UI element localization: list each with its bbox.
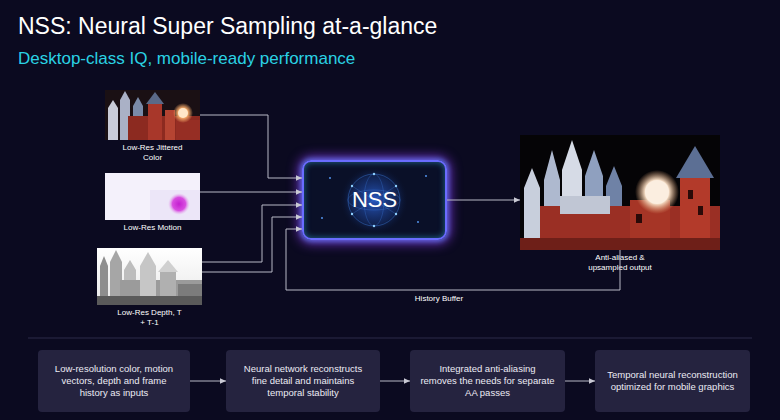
step-text: Temporal neural reconstruction optimized… bbox=[605, 369, 740, 393]
connector-arrow bbox=[202, 217, 302, 272]
image-caption: Low-Res Motion bbox=[103, 223, 203, 233]
color-image bbox=[105, 90, 200, 140]
connector-arrow bbox=[200, 192, 302, 193]
image-caption: Low-Res Depth, T + T-1 bbox=[117, 308, 183, 328]
input-image: Low-Res Motion bbox=[105, 173, 200, 220]
connector-arrow bbox=[565, 381, 595, 382]
nss-network-art bbox=[304, 162, 445, 238]
connector-arrow bbox=[200, 115, 302, 178]
output-image-box: Anti-aliased & upsampled output bbox=[520, 135, 720, 250]
image-caption: Anti-aliased & upsampled output bbox=[581, 253, 659, 273]
output-image bbox=[520, 135, 720, 250]
step-box: Low-resolution color, motion vectors, de… bbox=[38, 350, 190, 412]
connector-arrow bbox=[286, 229, 620, 290]
step-box: Temporal neural reconstruction optimized… bbox=[595, 350, 750, 412]
step-text: Integrated anti-aliasing removes the nee… bbox=[420, 363, 555, 399]
input-image: Low-Res Jittered Color bbox=[105, 90, 200, 140]
step-box: Neural network reconstructs fine detail … bbox=[226, 350, 380, 412]
step-text: Neural network reconstructs fine detail … bbox=[236, 363, 370, 399]
title: NSS: Neural Super Sampling at-a-glance bbox=[18, 13, 437, 40]
motion-image bbox=[105, 173, 200, 220]
connector-arrow bbox=[447, 200, 520, 201]
subtitle: Desktop-class IQ, mobile-ready performan… bbox=[18, 49, 355, 69]
nss-label: NSS bbox=[352, 187, 397, 213]
connector-arrow bbox=[380, 381, 410, 382]
step-box: Integrated anti-aliasing removes the nee… bbox=[410, 350, 565, 412]
step-text: Low-resolution color, motion vectors, de… bbox=[48, 363, 180, 399]
connector-arrow bbox=[202, 205, 302, 262]
divider-line bbox=[28, 338, 752, 339]
connector-arrow bbox=[190, 381, 226, 382]
nss-box: NSS bbox=[302, 160, 447, 240]
depth-image bbox=[97, 248, 202, 305]
image-caption: Low-Res Jittered Color bbox=[117, 143, 189, 163]
input-image: Low-Res Depth, T + T-1 bbox=[97, 248, 202, 305]
edge-label: History Buffer bbox=[404, 294, 474, 304]
